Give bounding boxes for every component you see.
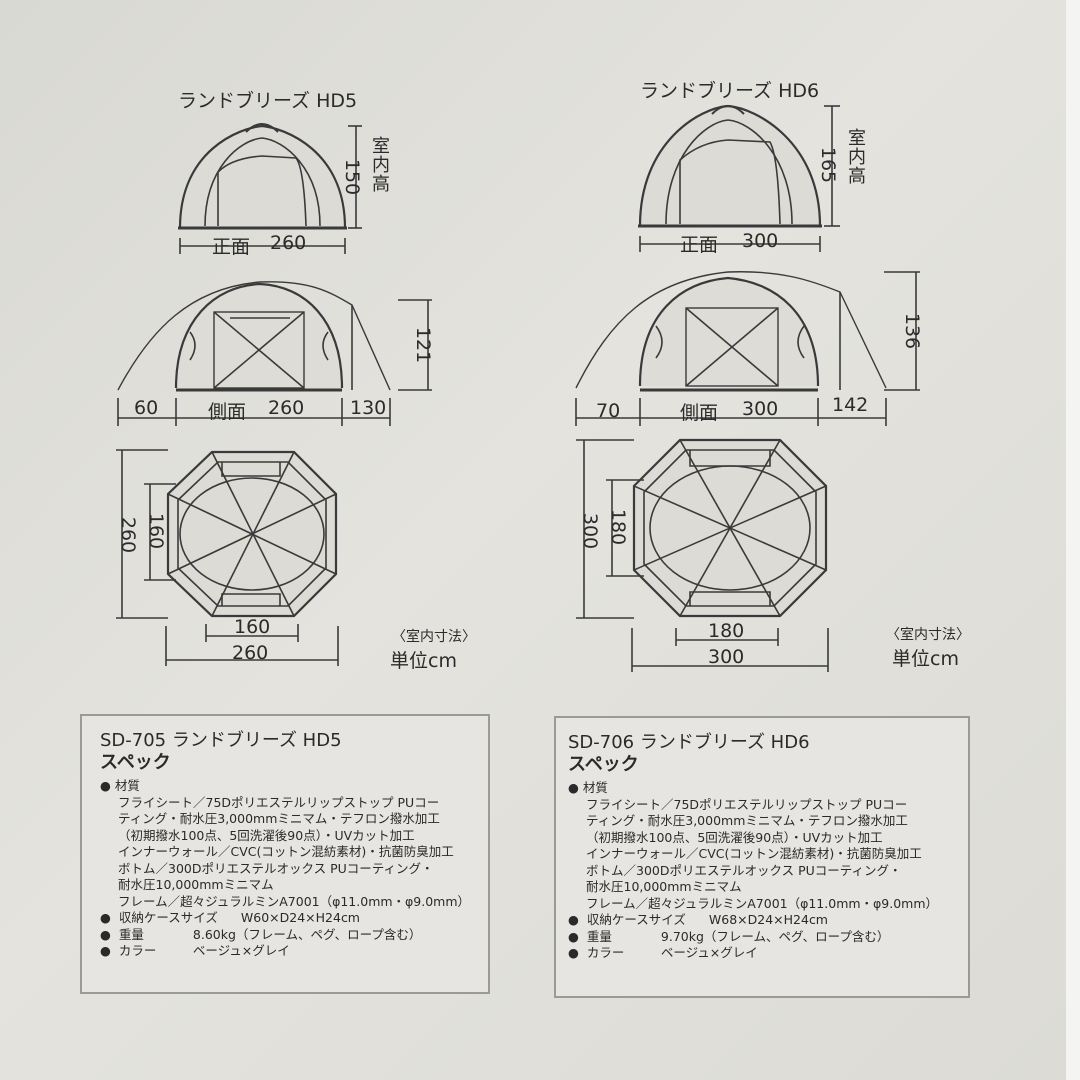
hd5-weight-value: 8.60kg（フレーム、ペグ、ロープ含む） bbox=[192, 926, 422, 942]
hd5-material-line: フライシート／75Dポリエステルリップストップ PUコー bbox=[118, 794, 440, 810]
hd6-side-left: 70 bbox=[596, 400, 621, 422]
hd5-side-right: 130 bbox=[350, 397, 387, 419]
hd5-case-value: W60×D24×H24cm bbox=[240, 910, 360, 925]
hd6-floor-inner-h: 180 bbox=[708, 620, 745, 642]
hd6-side-right: 142 bbox=[832, 394, 869, 416]
hd5-side-view bbox=[117, 281, 432, 426]
hd5-color: カラー ベージュ×グレイ bbox=[100, 943, 488, 960]
hd6-color-label: カラー bbox=[586, 945, 625, 960]
hd5-side-label: 側面 bbox=[208, 401, 247, 423]
hd5-interior-note: 〈室内寸法〉 bbox=[392, 629, 476, 645]
hd5-front-label: 正面 bbox=[212, 236, 251, 258]
hd5-title: ランドブリーズ HD5 bbox=[178, 90, 358, 112]
hd5-case-size: 収納ケースサイズ W60×D24×H24cm bbox=[100, 910, 488, 927]
hd5-floor-outer-h: 260 bbox=[232, 642, 269, 664]
hd5-floor-plan bbox=[116, 449, 339, 666]
hd5-side-width: 260 bbox=[268, 397, 305, 419]
hd6-material-line: ボトム／300Dポリエステルオックス PUコーティング・ bbox=[586, 862, 902, 878]
hd6-spec-model: SD-706 ランドブリーズ HD6 bbox=[568, 732, 810, 753]
hd6-weight-value: 9.70kg（フレーム、ペグ、ロープ含む） bbox=[660, 928, 890, 944]
hd5-color-value: ベージュ×グレイ bbox=[192, 943, 290, 958]
hd5-material-line: 耐水圧10,000mmミニマム bbox=[118, 877, 274, 892]
hd6-color-value: ベージュ×グレイ bbox=[660, 945, 758, 960]
hd6-side-height: 136 bbox=[901, 312, 924, 350]
hd6-interior-note: 〈室内寸法〉 bbox=[886, 627, 970, 643]
hd5-color-label: カラー bbox=[118, 943, 157, 958]
hd6-unit-label: 単位cm bbox=[892, 648, 959, 670]
hd6-title: ランドブリーズ HD6 bbox=[640, 80, 820, 102]
hd6-case-label: 収納ケースサイズ bbox=[586, 912, 686, 927]
hd5-material-line: （初期撥水100点、5回洗濯後90点）・UVカット加工 bbox=[118, 827, 415, 843]
hd6-front-height: 165 bbox=[817, 146, 840, 184]
hd5-material-line: ティング・耐水圧3,000mmミニマム・テフロン撥水加工 bbox=[118, 811, 440, 826]
hd5-material-line: フレーム／超々ジュラルミンA7001（φ11.0mm・φ9.0mm） bbox=[118, 893, 471, 909]
hd6-material-line: フレーム／超々ジュラルミンA7001（φ11.0mm・φ9.0mm） bbox=[586, 895, 939, 911]
hd6-material-line: ティング・耐水圧3,000mmミニマム・テフロン撥水加工 bbox=[586, 813, 908, 828]
hd6-floor-outer-v: 300 bbox=[579, 512, 602, 550]
hd6-weight: 重量 9.70kg（フレーム、ペグ、ロープ含む） bbox=[568, 929, 968, 946]
hd6-front-view bbox=[638, 104, 840, 252]
hd6-front-label: 正面 bbox=[680, 234, 719, 256]
hd5-side-left: 60 bbox=[134, 397, 159, 419]
hd5-weight-label: 重量 bbox=[118, 926, 144, 942]
hd5-side-height: 121 bbox=[412, 326, 435, 364]
hd6-side-view bbox=[575, 271, 920, 426]
hd6-floor-plan bbox=[576, 438, 829, 672]
hd5-spec-subtitle: スペック bbox=[100, 752, 171, 773]
hd5-front-width: 260 bbox=[270, 232, 307, 254]
hd6-side-label: 側面 bbox=[680, 402, 719, 424]
hd5-unit-label: 単位cm bbox=[390, 650, 457, 672]
hd6-spec-box: SD-706 ランドブリーズ HD6 スペック 材質 フライシート／75Dポリエ… bbox=[554, 716, 970, 998]
hd5-floor-inner-v: 160 bbox=[145, 512, 168, 550]
hd6-material-line: フライシート／75Dポリエステルリップストップ PUコー bbox=[586, 796, 908, 812]
hd5-spec-box: SD-705 ランドブリーズ HD5 スペック 材質 フライシート／75Dポリエ… bbox=[80, 714, 490, 994]
hd6-material-line: 耐水圧10,000mmミニマム bbox=[586, 879, 742, 894]
hd5-case-label: 収納ケースサイズ bbox=[118, 910, 218, 925]
hd6-case-size: 収納ケースサイズ W68×D24×H24cm bbox=[568, 912, 968, 929]
hd5-material-line: インナーウォール／CVC(コットン混紡素材)・抗菌防臭加工 bbox=[118, 844, 454, 859]
hd6-floor-outer-h: 300 bbox=[708, 646, 745, 668]
hd5-floor-outer-v: 260 bbox=[117, 516, 140, 554]
hd6-spec-subtitle: スペック bbox=[568, 754, 639, 775]
hd5-front-view bbox=[178, 123, 362, 254]
hd6-material-line: インナーウォール／CVC(コットン混紡素材)・抗菌防臭加工 bbox=[586, 846, 922, 861]
hd6-front-width: 300 bbox=[742, 230, 779, 252]
hd6-color: カラー ベージュ×グレイ bbox=[568, 945, 968, 962]
hd6-case-value: W68×D24×H24cm bbox=[708, 912, 828, 927]
hd6-weight-label: 重量 bbox=[586, 928, 612, 944]
hd6-front-height-label: 室内高 bbox=[845, 128, 866, 185]
hd5-material-line: ボトム／300Dポリエステルオックス PUコーティング・ bbox=[118, 860, 434, 876]
hd6-side-width: 300 bbox=[742, 398, 779, 420]
hd6-material-line: （初期撥水100点、5回洗濯後90点）・UVカット加工 bbox=[586, 829, 883, 845]
hd6-material-label: 材質 bbox=[568, 780, 968, 797]
hd5-floor-inner-h: 160 bbox=[234, 616, 271, 638]
hd5-front-height-label: 室内高 bbox=[369, 136, 390, 193]
hd5-material-label: 材質 bbox=[100, 778, 488, 795]
hd5-front-height: 150 bbox=[341, 158, 364, 196]
hd6-floor-inner-v: 180 bbox=[607, 508, 630, 546]
hd5-weight: 重量 8.60kg（フレーム、ペグ、ロープ含む） bbox=[100, 927, 488, 944]
hd5-spec-model: SD-705 ランドブリーズ HD5 bbox=[100, 730, 342, 751]
